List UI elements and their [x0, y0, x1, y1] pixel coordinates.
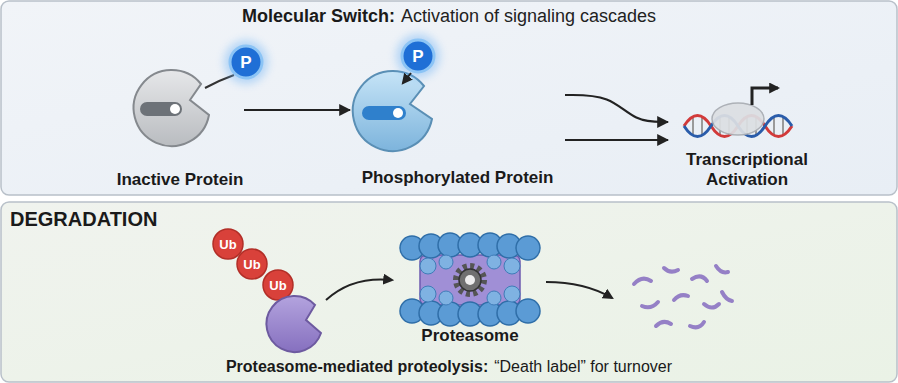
node-label: Proteasome [421, 326, 518, 346]
ubiquitin-tag: Ub [269, 279, 286, 292]
phosphate-group: P [412, 48, 423, 65]
caption-row: Proteasome-mediated proteolysis: “Death l… [0, 357, 898, 377]
panel-band: Molecular Switch: Activation of signaling… [0, 0, 898, 196]
flow-arrow [244, 109, 350, 111]
panel-heading: Molecular Switch: [242, 6, 395, 27]
node-label: Transcriptional Activation [668, 150, 826, 190]
caption-text: Proteasome-mediated proteolysis: [226, 359, 488, 375]
protein-icon: Inactive Protein [116, 60, 244, 192]
node-label: Phosphorylated Protein [362, 168, 554, 188]
node-label: Inactive Protein [117, 170, 244, 190]
panel-band: DEGRADATION Proteasome [0, 200, 898, 383]
protein-icon: Phosphorylated Protein [350, 50, 565, 190]
flow-arrow [565, 95, 668, 122]
flow-arrow [565, 139, 668, 141]
ubiquitin-tag: Ub [219, 238, 236, 251]
ubiquitin-tag: Ub [243, 258, 260, 271]
proteasome-icon: Proteasome [410, 234, 530, 348]
transcription-icon: Transcriptional Activation [668, 96, 826, 192]
caption-text: “Death label” for turnover [494, 359, 672, 375]
panel-subheading: Activation of signaling cascades [401, 6, 656, 27]
phosphate-group: P [240, 54, 251, 71]
panel-heading: DEGRADATION [10, 208, 157, 232]
